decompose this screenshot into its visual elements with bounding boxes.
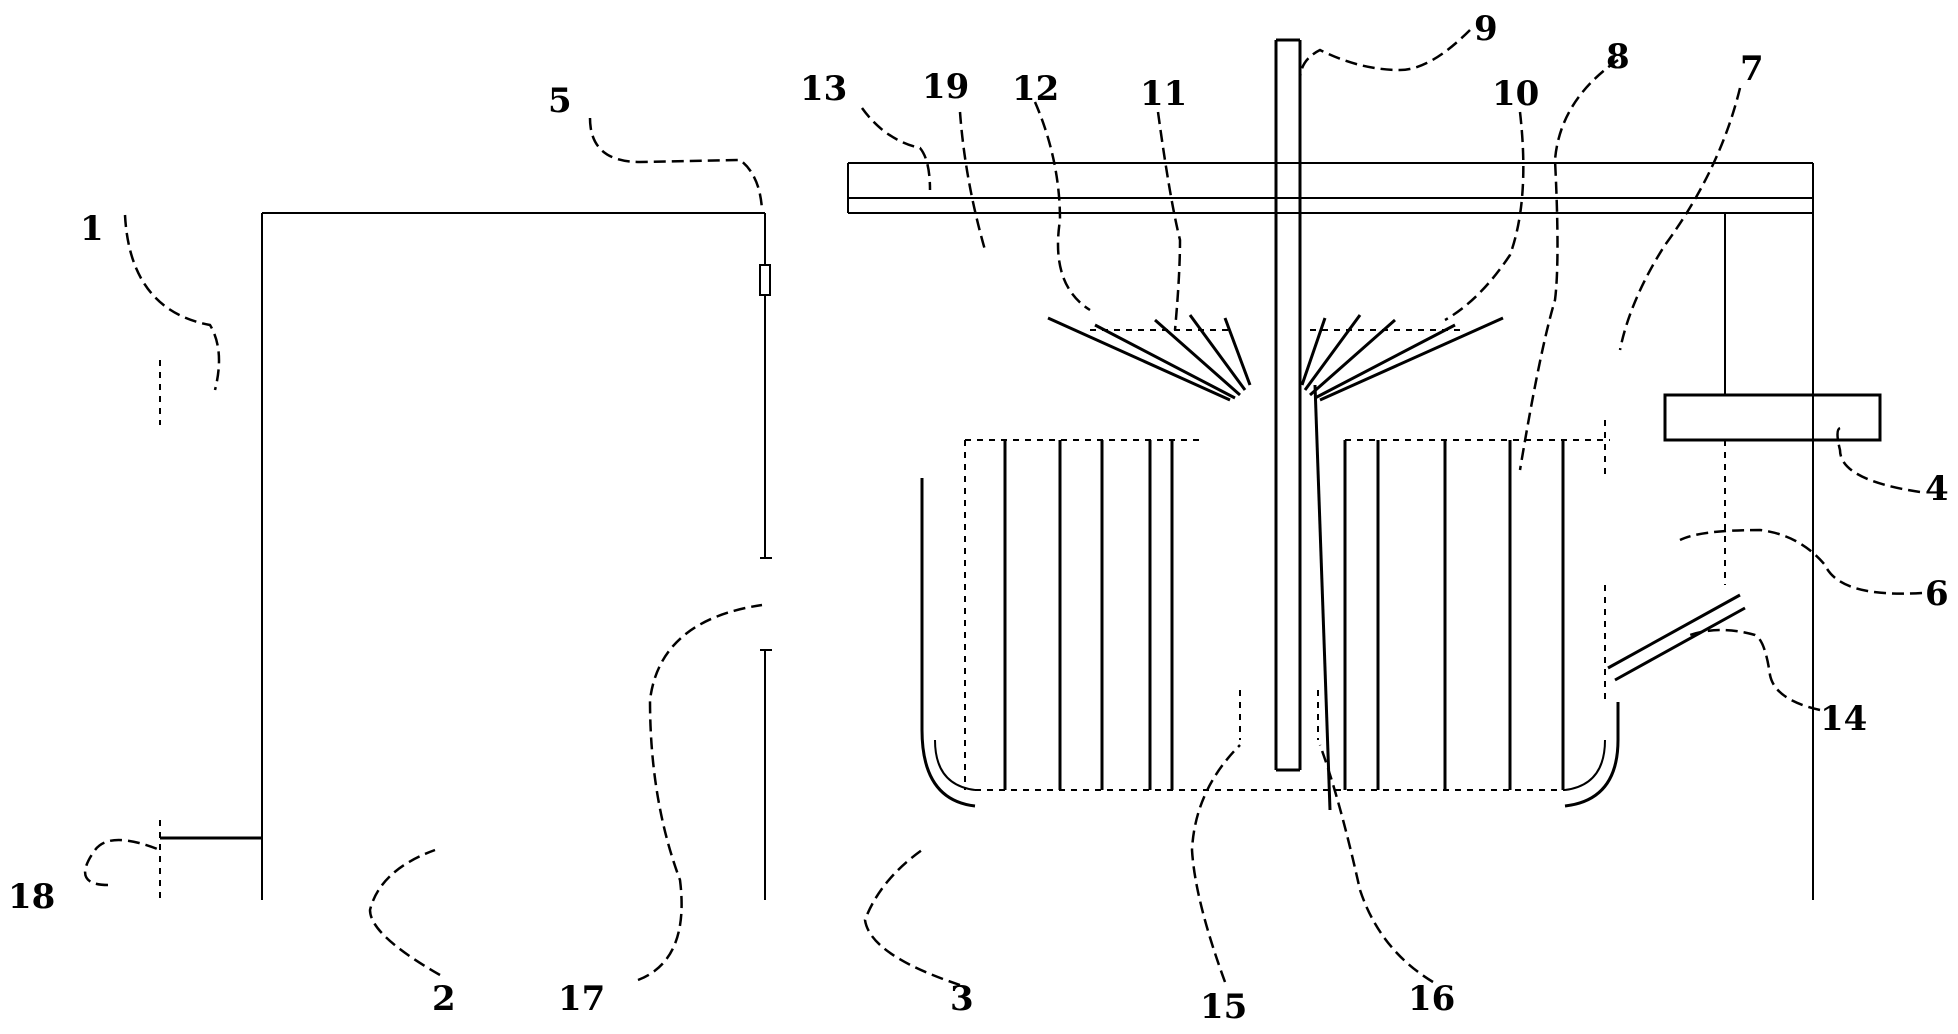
stirrer-rod (1313, 384, 1332, 811)
label-3: 3 (950, 979, 974, 1019)
leader-10 (1444, 111, 1525, 322)
jet-line (1188, 314, 1247, 391)
drum-left-inner (934, 739, 976, 791)
leader-7 (1618, 87, 1742, 351)
label-5: 5 (548, 81, 572, 121)
leader-19 (958, 111, 987, 251)
label-9: 9 (1474, 9, 1498, 49)
pipe-14-upper (1607, 593, 1741, 670)
jet-line (1309, 318, 1396, 397)
label-17: 17 (558, 979, 605, 1019)
label-13: 13 (800, 69, 847, 109)
valve-5 (759, 264, 771, 296)
drum (920, 384, 1620, 811)
label-12: 12 (1012, 69, 1059, 109)
label-8: 8 (1606, 37, 1630, 77)
jet-line (1300, 317, 1327, 386)
leader-16 (1318, 744, 1434, 984)
jet-line (1303, 314, 1362, 391)
motor-block-4 (1663, 393, 1882, 442)
leader-3 (863, 848, 961, 987)
separator-wall (759, 213, 772, 900)
label-7: 7 (1740, 49, 1764, 89)
top-plate (847, 162, 1814, 900)
label-2: 2 (432, 979, 456, 1019)
label-10: 10 (1492, 74, 1539, 114)
leader-14 (1689, 628, 1821, 712)
reference-numerals: 1 2 3 4 5 6 7 8 9 10 11 12 13 14 15 16 1… (8, 9, 1949, 1027)
label-18: 18 (8, 877, 55, 917)
leader-8 (1518, 58, 1619, 471)
jet-line (1094, 323, 1236, 400)
leader-18 (83, 838, 161, 887)
jet-line (1047, 316, 1231, 402)
central-shaft (1274, 38, 1302, 772)
leader-17 (637, 603, 763, 982)
pipe-14-lower (1614, 606, 1746, 682)
label-11: 11 (1140, 74, 1187, 114)
leader-9 (1298, 29, 1471, 81)
label-16: 16 (1408, 979, 1455, 1019)
label-4: 4 (1925, 469, 1949, 509)
drum-left-outer (920, 478, 976, 808)
jet-line (1314, 323, 1456, 400)
jet-line (1223, 317, 1252, 386)
leader-13 (860, 107, 932, 191)
leader-6 (1679, 528, 1923, 595)
nozzle-left (1047, 314, 1252, 402)
jet-line (1154, 318, 1241, 397)
leader-15 (1190, 744, 1241, 983)
label-15: 15 (1200, 987, 1247, 1027)
label-1: 1 (80, 209, 104, 249)
label-6: 6 (1925, 574, 1949, 614)
leader-lines (83, 29, 1923, 987)
nozzle-right (1300, 314, 1504, 402)
leader-2 (368, 848, 441, 977)
leader-11 (1156, 111, 1182, 331)
drum-right-outer (1564, 702, 1620, 808)
left-chamber (159, 212, 765, 900)
label-14: 14 (1820, 699, 1867, 739)
jet-line (1319, 316, 1504, 402)
leader-1 (123, 214, 221, 391)
leader-5 (588, 117, 764, 211)
leader-12 (1033, 101, 1091, 312)
leader-4 (1836, 426, 1921, 494)
label-19: 19 (922, 67, 969, 107)
drum-right-inner (1564, 739, 1606, 791)
right-mechanism (1604, 213, 1882, 700)
